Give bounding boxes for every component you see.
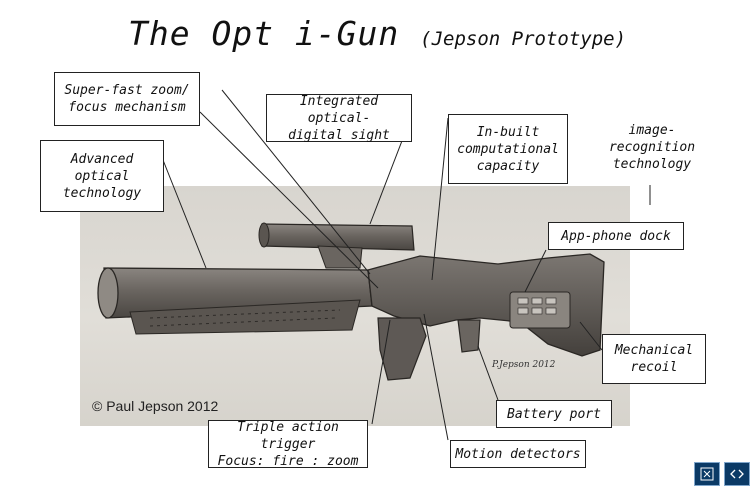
label-triple-trigger: Triple action trigger Focus: fire : zoom xyxy=(208,420,368,469)
label-image-recognition: image- recognition technology xyxy=(608,123,696,172)
label-advanced-optical: Advanced optical technology xyxy=(40,140,164,212)
title-main: The Opt i-Gun xyxy=(127,14,400,53)
artist-signature: P.Jepson 2012 xyxy=(492,360,556,370)
label-battery-port: Battery port xyxy=(496,400,612,428)
label-optical-sight: Integrated optical- digital sight xyxy=(266,94,412,143)
fullscreen-icon xyxy=(700,467,714,481)
body-and-stock xyxy=(367,253,605,357)
label-zoom-focus: Super-fast zoom/ focus mechanism xyxy=(54,72,200,126)
label-motion-detectors: Motion detectors xyxy=(450,440,586,468)
fullscreen-button[interactable] xyxy=(694,462,720,486)
arrows-button[interactable] xyxy=(724,462,750,486)
arrows-icon xyxy=(730,469,744,479)
grips xyxy=(377,317,481,381)
copyright-credit: © Paul Jepson 2012 xyxy=(92,398,219,414)
label-computational: In-built computational capacity xyxy=(448,114,568,184)
diagram-title: The Opt i-Gun (Jepson Prototype) xyxy=(0,14,754,53)
title-subtitle: (Jepson Prototype) xyxy=(420,28,627,50)
label-app-phone-dock: App-phone dock xyxy=(548,222,684,250)
barrel xyxy=(97,267,373,335)
scope xyxy=(258,222,415,269)
label-mechanical-recoil: Mechanical recoil xyxy=(602,334,706,384)
